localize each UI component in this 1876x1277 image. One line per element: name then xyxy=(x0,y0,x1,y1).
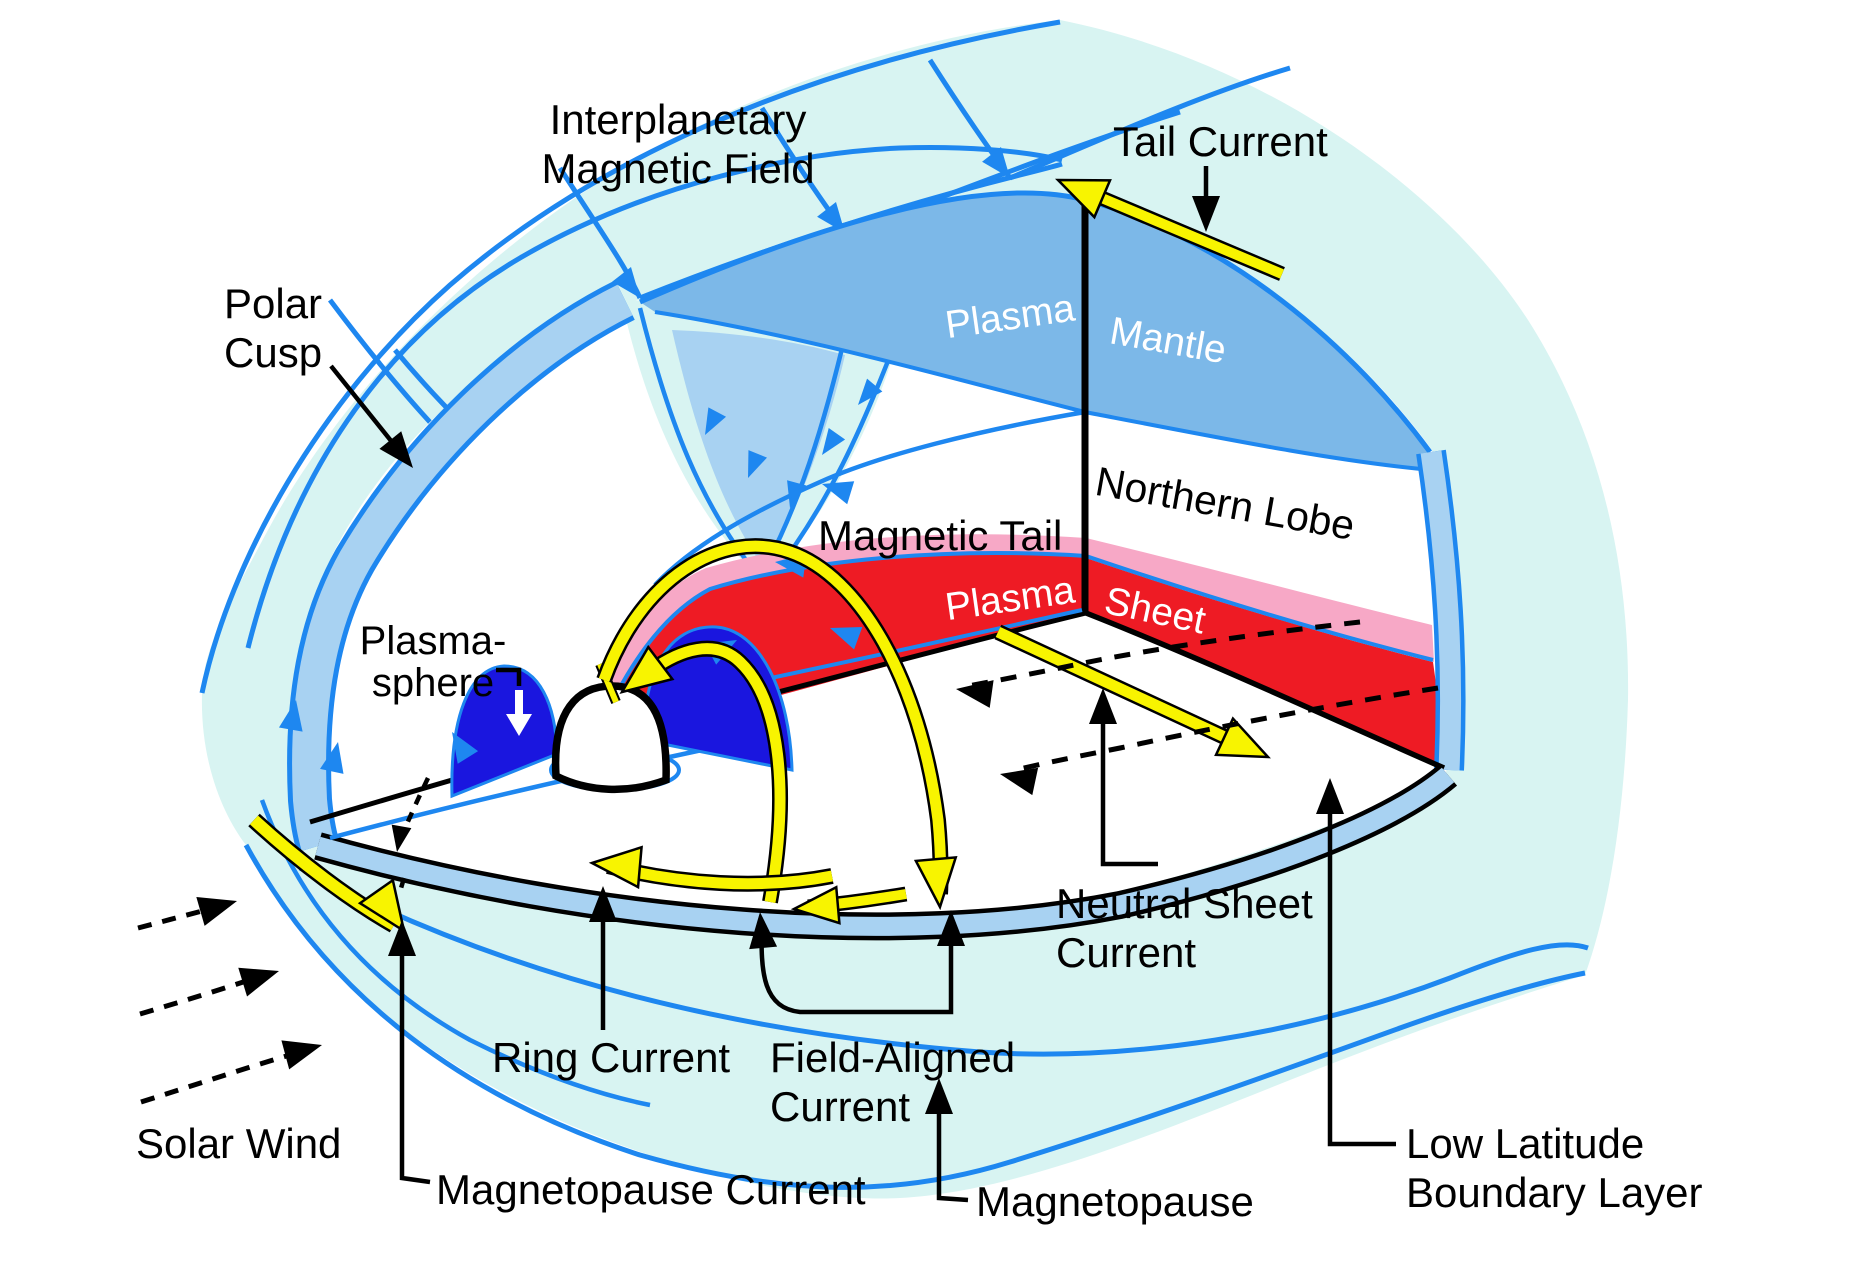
neutral-sheet-current-label-line1: Neutral Sheet xyxy=(1056,880,1313,927)
nose-inner-line xyxy=(259,799,651,1108)
sheet-boundary-pink-left xyxy=(607,534,1086,700)
field-aligned-current-label: Field-Aligned Current xyxy=(770,1034,1015,1131)
dashed-line-arrowheads xyxy=(956,680,1039,796)
field-aligned-current-label-line2: Current xyxy=(770,1082,911,1130)
magnetic-tail-label: Magnetic Tail xyxy=(818,512,1063,559)
solar-wind-arrowheads xyxy=(196,897,322,1070)
magnetopause-current-label: Magnetopause Current xyxy=(436,1166,866,1213)
magnetopause-label: Magnetopause xyxy=(976,1178,1254,1225)
dayside-plane-dashes xyxy=(395,777,431,896)
low-latitude-boundary-layer-pointer xyxy=(1327,788,1396,1147)
imf-label-line2: Magnetic Field xyxy=(541,144,815,192)
neutral-sheet-current-arrow xyxy=(994,624,1248,754)
plasma-sheet-red-right xyxy=(1086,558,1448,770)
imf-label: Interplanetary Magnetic Field xyxy=(528,96,828,193)
polar-cusp-label-line2: Cusp xyxy=(224,328,323,376)
dayside-band-arrowheads xyxy=(278,700,344,774)
imf-label-line1: Interplanetary xyxy=(549,96,807,143)
neutral-sheet-current-label-line2: Current xyxy=(1056,928,1197,976)
plasmasphere-pointer-bracket xyxy=(496,667,522,686)
plasmasphere-label: Plasma- sphere xyxy=(348,620,518,704)
inner-bottom-magnetopause-line xyxy=(298,865,1589,1057)
magnetopause-top-line xyxy=(245,145,1063,649)
sheet-bottom-edge xyxy=(1084,610,1446,771)
llbl-label-line1: Low Latitude xyxy=(1406,1120,1645,1167)
tail-right-edge-band xyxy=(1416,449,1466,771)
neutral-sheet-dashed-lines xyxy=(967,619,1439,774)
earth xyxy=(551,682,670,794)
low-latitude-boundary-layer-rim xyxy=(314,764,1458,941)
callout-arrowheads xyxy=(379,196,1344,1114)
plasmasphere-label-line1: Plasma- xyxy=(359,619,507,663)
solar-wind-arrows xyxy=(137,904,301,1105)
mantle-bottom-edge xyxy=(654,310,1433,472)
neutral-sheet-pointer xyxy=(1100,698,1158,867)
solar-wind-label: Solar Wind xyxy=(136,1120,342,1167)
plasmasphere-left-dome xyxy=(450,664,559,799)
polar-cusp-label: Polar Cusp xyxy=(224,280,322,377)
neutral-sheet-current-label: Neutral Sheet Current xyxy=(1056,880,1313,977)
sheet-top-line-left xyxy=(615,551,1087,694)
llbl-label-line2: Boundary Layer xyxy=(1406,1168,1703,1216)
tail-current-arrow xyxy=(1075,181,1285,281)
polar-cusp-streak xyxy=(672,330,845,570)
ring-current-label: Ring Current xyxy=(492,1034,731,1081)
plasmasphere-white-arrow xyxy=(506,690,532,736)
magnetopause-current-pointer xyxy=(399,930,431,1185)
outer-boundary-line xyxy=(199,19,1061,694)
plasmasphere-label-line2: sphere xyxy=(371,661,495,705)
field-aligned-current-label-line1: Field-Aligned xyxy=(770,1034,1016,1081)
outer-bottom-boundary-line xyxy=(243,843,1586,1190)
tail-current-label: Tail Current xyxy=(1113,118,1328,165)
lobe-field-line xyxy=(653,409,1086,587)
field-aligned-current-ribbons xyxy=(595,538,949,904)
sheet-boundary-pink-right xyxy=(1086,538,1434,662)
low-latitude-boundary-layer-label: Low Latitude Boundary Layer xyxy=(1406,1120,1703,1217)
dayside-boundary-layer-band xyxy=(287,280,635,853)
magnetopause-pointer xyxy=(936,1088,969,1203)
sheet-top-line-right xyxy=(1085,554,1434,662)
yellow-arrowheads xyxy=(357,178,1271,934)
lobe-field-line-arrowhead xyxy=(822,481,855,505)
plasma-mantle-region xyxy=(640,192,1432,470)
polar-cusp-label-line1: Polar xyxy=(224,280,323,327)
dayside-dash-arrowhead xyxy=(391,824,412,852)
